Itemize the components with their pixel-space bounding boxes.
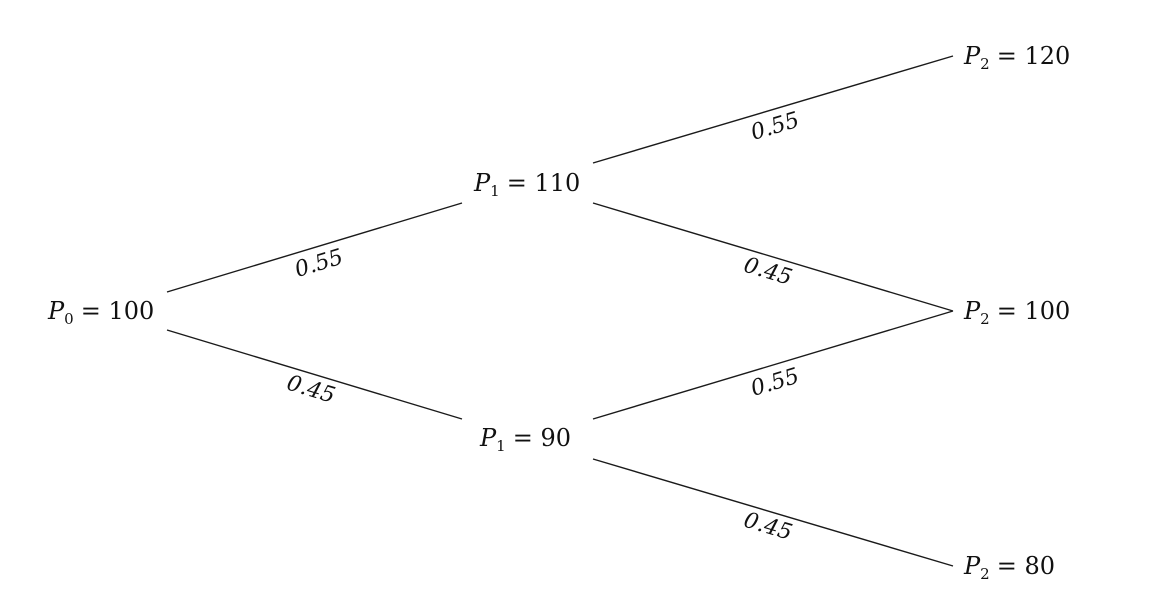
- node-value: = 120: [997, 42, 1071, 70]
- node-p0: P0 = 100: [47, 297, 154, 328]
- node-p1-up: P1 = 110: [473, 169, 580, 200]
- prob-label-p1u-top: 0.55: [748, 108, 802, 146]
- prob-label-p0-down: 0.45: [284, 371, 338, 409]
- node-p2-top: P2 = 120: [963, 42, 1070, 73]
- edge-p1-up-to-p2-top: [592, 55, 954, 164]
- node-p2-bot: P2 = 80: [963, 552, 1055, 583]
- edge-p0-to-p1-down: [166, 329, 463, 420]
- edge-p1-up-to-p2-mid: [592, 202, 954, 312]
- node-value: = 100: [997, 297, 1071, 325]
- node-value: = 110: [507, 169, 581, 197]
- node-var: P: [47, 297, 65, 325]
- node-p1-down: P1 = 90: [479, 424, 571, 455]
- node-value: = 100: [81, 297, 155, 325]
- node-p2-mid: P2 = 100: [963, 297, 1070, 328]
- node-var: P: [963, 552, 981, 580]
- node-subscript: 2: [980, 55, 990, 73]
- node-var: P: [963, 297, 981, 325]
- node-var: P: [479, 424, 497, 452]
- prob-label-p0-up: 0.55: [292, 245, 346, 283]
- node-subscript: 2: [980, 310, 990, 328]
- prob-label-p1u-mid: 0.45: [741, 253, 795, 291]
- node-subscript: 1: [496, 437, 506, 455]
- node-subscript: 1: [490, 182, 500, 200]
- node-subscript: 2: [980, 565, 990, 583]
- edge-p0-to-p1-up: [166, 202, 463, 293]
- prob-label-p1d-bot: 0.45: [741, 508, 795, 546]
- edge-p1-down-to-p2-bot: [592, 458, 954, 567]
- node-value: = 80: [997, 552, 1055, 580]
- node-var: P: [963, 42, 981, 70]
- node-subscript: 0: [64, 310, 74, 328]
- node-value: = 90: [513, 424, 571, 452]
- node-var: P: [473, 169, 491, 197]
- edge-p1-down-to-p2-mid: [592, 310, 954, 420]
